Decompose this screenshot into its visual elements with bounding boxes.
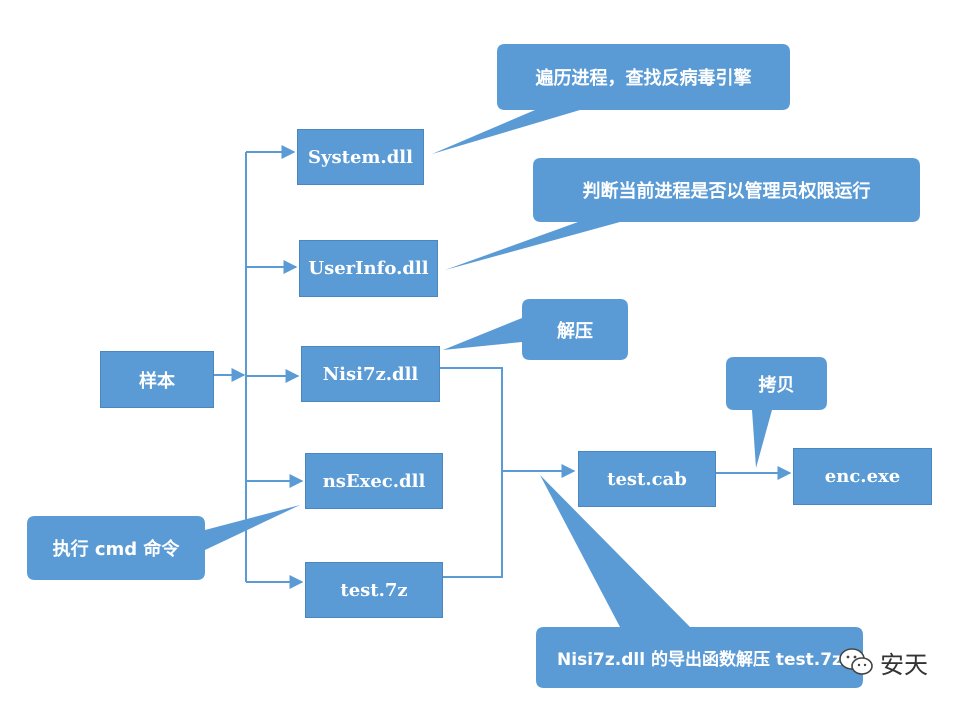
wechat-icon <box>839 648 873 675</box>
callout-shape-userinfo <box>445 158 920 270</box>
node-sample: 样本 <box>100 351 214 408</box>
node-test-7z: test.7z <box>305 562 443 618</box>
callout-extract: Nisi7z.dll 的导出函数解压 test.7z <box>557 650 842 670</box>
callout-shape-nsexec <box>27 505 300 580</box>
callout-copy: 拷贝 <box>758 374 795 396</box>
callout-shape-system <box>432 44 790 154</box>
node-system-dll: System.dll <box>297 129 424 185</box>
watermark: 安天 <box>838 642 968 682</box>
connector-lines <box>214 145 792 589</box>
node-nisi7z-dll: Nisi7z.dll <box>301 346 440 402</box>
callout-shape-copy <box>726 357 827 468</box>
node-userinfo-dll: UserInfo.dll <box>299 240 438 297</box>
watermark-text: 安天 <box>880 650 928 679</box>
callout-nsexec-dll: 执行 cmd 命令 <box>52 539 180 560</box>
node-enc-exe: enc.exe <box>793 448 932 505</box>
node-test-cab: test.cab <box>578 451 716 507</box>
callout-system-dll: 遍历进程，查找反病毒引擎 <box>535 68 752 89</box>
node-nsexec-dll: nsExec.dll <box>305 453 443 509</box>
callout-userinfo-dll: 判断当前进程是否以管理员权限运行 <box>582 181 871 202</box>
callout-shape-nisi7z <box>443 299 628 360</box>
callout-shape-extract <box>536 475 863 688</box>
callout-nisi7z-dll: 解压 <box>557 320 593 342</box>
